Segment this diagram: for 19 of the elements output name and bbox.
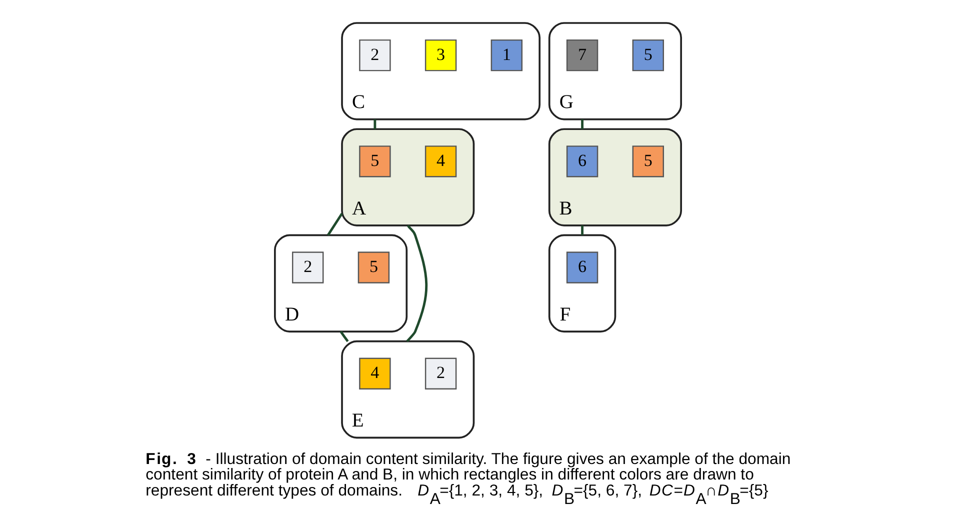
node-box: 4 — [424, 146, 457, 178]
connector — [340, 330, 349, 342]
connector — [581, 119, 584, 130]
node-box: 1 — [490, 39, 523, 72]
node-box: 5 — [358, 252, 390, 284]
node-box: 6 — [566, 252, 598, 284]
connector — [581, 225, 584, 236]
connector — [374, 119, 376, 130]
node-box: 2 — [292, 252, 324, 284]
node-box: 4 — [359, 358, 391, 390]
node-box: 6 — [566, 146, 598, 178]
node-box: 3 — [424, 39, 457, 72]
node-box: 5 — [632, 39, 664, 72]
node-box: 5 — [359, 146, 391, 178]
node-box: 2 — [424, 358, 457, 390]
node-box: 7 — [566, 39, 598, 72]
node-box: 5 — [632, 146, 664, 178]
node-box: 2 — [359, 39, 391, 72]
connector — [326, 212, 344, 236]
